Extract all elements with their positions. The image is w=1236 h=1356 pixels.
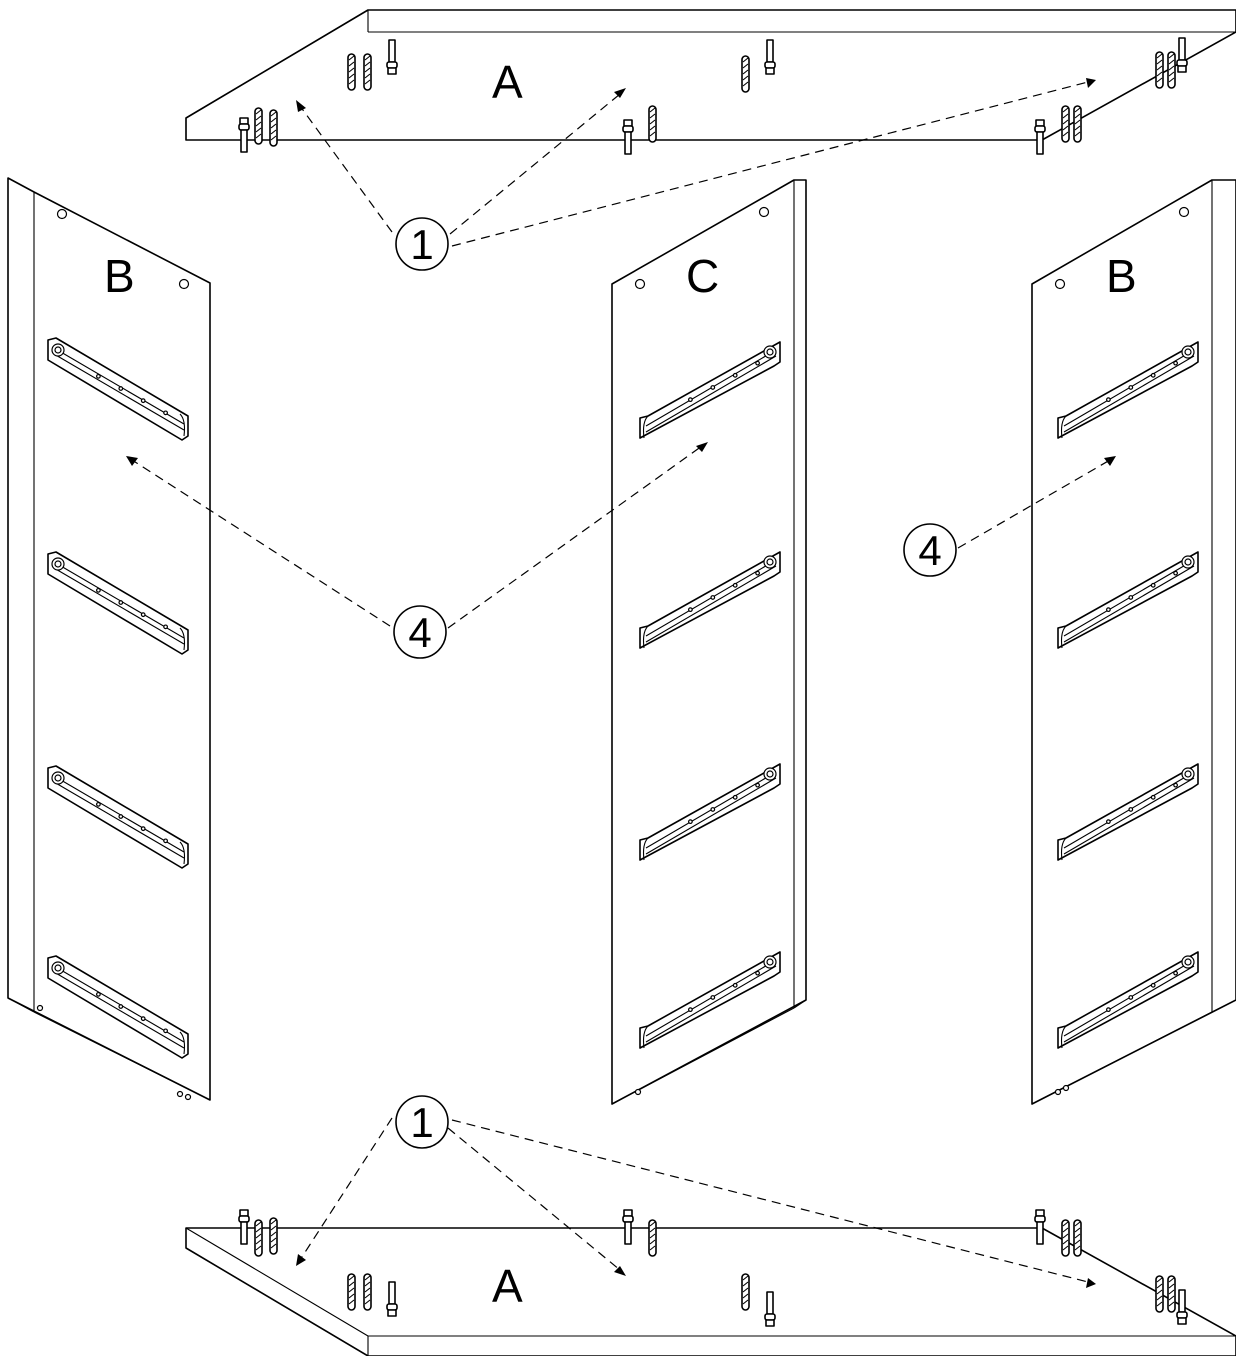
cam-bolt-icon	[386, 39, 398, 75]
runners-right-side	[1057, 341, 1199, 1049]
wooden-dowel-icon	[1061, 105, 1070, 143]
panel-label-center-divider: C	[686, 250, 719, 302]
cam-bolt-icon	[1034, 1209, 1046, 1245]
fittings-bottom-shelf	[238, 1209, 1188, 1327]
cam-bolt-icon	[764, 1291, 776, 1327]
cam-bolt-icon	[764, 39, 776, 75]
wooden-dowel-icon	[1155, 1275, 1164, 1313]
cam-bolt-icon	[1176, 37, 1188, 73]
wooden-dowel-icon	[269, 109, 278, 147]
leader-lines	[126, 78, 1116, 1288]
wooden-dowel-icon	[269, 1217, 278, 1255]
drawer-runner-icon	[47, 955, 189, 1059]
drawer-runner-icon	[1057, 341, 1199, 439]
wooden-dowel-icon	[347, 53, 356, 91]
wooden-dowel-icon	[347, 1273, 356, 1311]
drawer-runner-icon	[639, 341, 781, 439]
wooden-dowel-icon	[1155, 51, 1164, 89]
left-side-panel: B	[7, 177, 211, 1101]
wooden-dowel-icon	[1061, 1219, 1070, 1257]
drawer-runner-icon	[47, 337, 189, 441]
wooden-dowel-icon	[648, 105, 657, 143]
drawer-runner-icon	[1057, 763, 1199, 861]
cam-bolt-icon	[1176, 1289, 1188, 1325]
drawer-runner-icon	[47, 765, 189, 869]
cam-bolt-icon	[238, 1209, 250, 1245]
panel-label-bottom-shelf: A	[492, 1260, 523, 1312]
center-divider-panel: C	[611, 179, 807, 1105]
drawer-runner-icon	[1057, 951, 1199, 1049]
drawer-runner-icon	[47, 551, 189, 655]
wooden-dowel-icon	[648, 1219, 657, 1257]
top-shelf-panel: A	[185, 9, 1236, 155]
callout-number: 4	[408, 609, 431, 656]
drawer-runner-icon	[639, 551, 781, 649]
cam-bolt-icon	[622, 1209, 634, 1245]
fittings-top-shelf	[238, 37, 1188, 155]
wooden-dowel-icon	[741, 1273, 750, 1311]
wooden-dowel-icon	[254, 1219, 263, 1257]
panel-label-right-side: B	[1106, 250, 1137, 302]
callout-4-left: 4	[393, 605, 447, 659]
panel-label-top-shelf: A	[492, 56, 523, 108]
callout-1-bottom: 1	[395, 1095, 449, 1149]
cam-bolt-icon	[386, 1281, 398, 1317]
callout-4-right: 4	[903, 523, 957, 577]
drawer-runner-icon	[639, 763, 781, 861]
callout-number: 1	[410, 221, 433, 268]
right-side-panel: B	[1031, 179, 1236, 1105]
wooden-dowel-icon	[363, 53, 372, 91]
wooden-dowel-icon	[1167, 51, 1176, 89]
runners-left-side	[47, 337, 189, 1059]
wooden-dowel-icon	[254, 107, 263, 145]
wooden-dowel-icon	[1073, 1219, 1082, 1257]
wooden-dowel-icon	[741, 55, 750, 93]
cam-bolt-icon	[238, 117, 250, 153]
panel-label-left-side: B	[104, 250, 135, 302]
callout-1-top: 1	[395, 217, 449, 271]
wooden-dowel-icon	[363, 1273, 372, 1311]
cam-bolt-icon	[622, 119, 634, 155]
callout-number: 4	[918, 527, 941, 574]
callout-number: 1	[410, 1099, 433, 1146]
bottom-shelf-panel: A	[185, 1209, 1236, 1356]
wooden-dowel-icon	[1167, 1275, 1176, 1313]
drawer-runner-icon	[639, 951, 781, 1049]
runners-center-divider	[639, 341, 781, 1049]
wooden-dowel-icon	[1073, 105, 1082, 143]
cam-bolt-icon	[1034, 119, 1046, 155]
drawer-runner-icon	[1057, 551, 1199, 649]
